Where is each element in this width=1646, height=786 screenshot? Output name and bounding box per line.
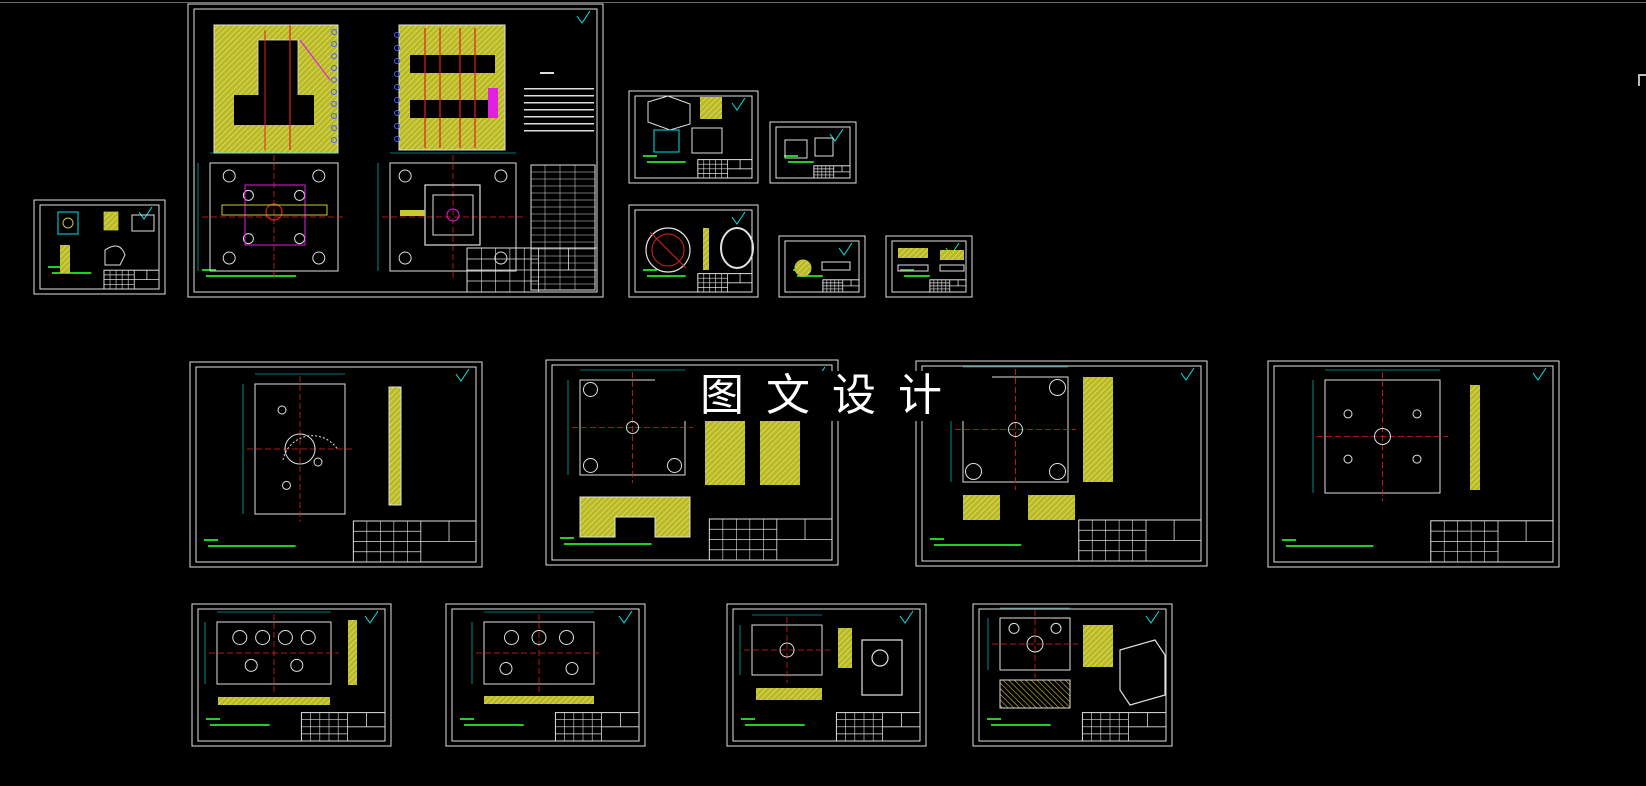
watermark-text: 图文设计 [655,371,992,421]
plate-sheet-bottom-1[interactable] [191,603,392,747]
plate-sheet-bottom-2[interactable] [445,603,646,747]
part-sheet-top-3[interactable] [628,204,759,298]
plate-sheet-bottom-3[interactable] [726,603,927,747]
part-sheet-top-4[interactable] [778,235,866,298]
part-sheet-small-left[interactable] [33,199,166,295]
plate-sheet-mid-4[interactable] [1267,360,1560,568]
assembly-drawing-sheet[interactable] [187,3,604,298]
part-sheet-top-5[interactable] [885,235,973,298]
part-sheet-top-2[interactable] [769,121,857,184]
viewport-corner-marker [1638,74,1646,86]
part-sheet-top-1[interactable] [628,90,759,184]
plate-sheet-mid-2[interactable] [545,359,839,566]
viewport-top-edge [0,2,1646,3]
plate-sheet-mid-3[interactable] [915,360,1208,567]
plate-sheet-bottom-4[interactable] [972,603,1173,747]
plate-sheet-mid-1[interactable] [189,361,483,568]
